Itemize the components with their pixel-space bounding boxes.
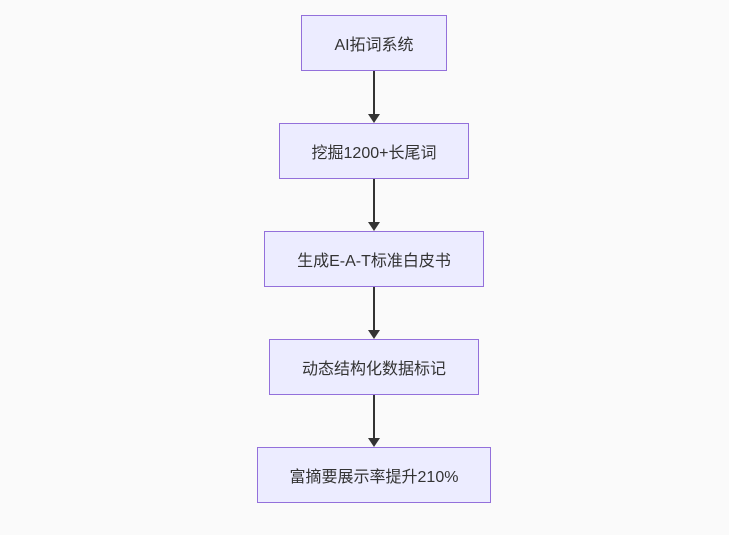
flow-arrow-3 — [368, 287, 380, 339]
arrowhead-down-icon — [368, 438, 380, 447]
flow-arrow-2 — [368, 179, 380, 231]
arrow-shaft — [373, 395, 375, 438]
arrowhead-down-icon — [368, 114, 380, 123]
node-label: 富摘要展示率提升210% — [289, 469, 459, 486]
node-label: 动态结构化数据标记 — [301, 361, 446, 378]
node-dynamic-structured-data-markup: 动态结构化数据标记 — [268, 339, 479, 395]
node-label: AI拓词系统 — [334, 37, 414, 54]
node-label: 挖掘1200+长尾词 — [311, 145, 437, 162]
node-rich-snippet-rate-increase: 富摘要展示率提升210% — [256, 447, 492, 503]
arrowhead-down-icon — [368, 222, 380, 231]
node-eat-standard-whitepaper: 生成E-A-T标准白皮书 — [264, 231, 484, 287]
arrowhead-down-icon — [368, 330, 380, 339]
arrow-shaft — [373, 179, 375, 222]
node-ai-word-expansion-system: AI拓词系统 — [301, 15, 447, 71]
node-longtail-keyword-mining: 挖掘1200+长尾词 — [278, 123, 470, 179]
flow-arrow-1 — [368, 71, 380, 123]
arrow-shaft — [373, 287, 375, 330]
arrow-shaft — [373, 71, 375, 114]
flow-arrow-4 — [368, 395, 380, 447]
node-label: 生成E-A-T标准白皮书 — [297, 253, 451, 270]
